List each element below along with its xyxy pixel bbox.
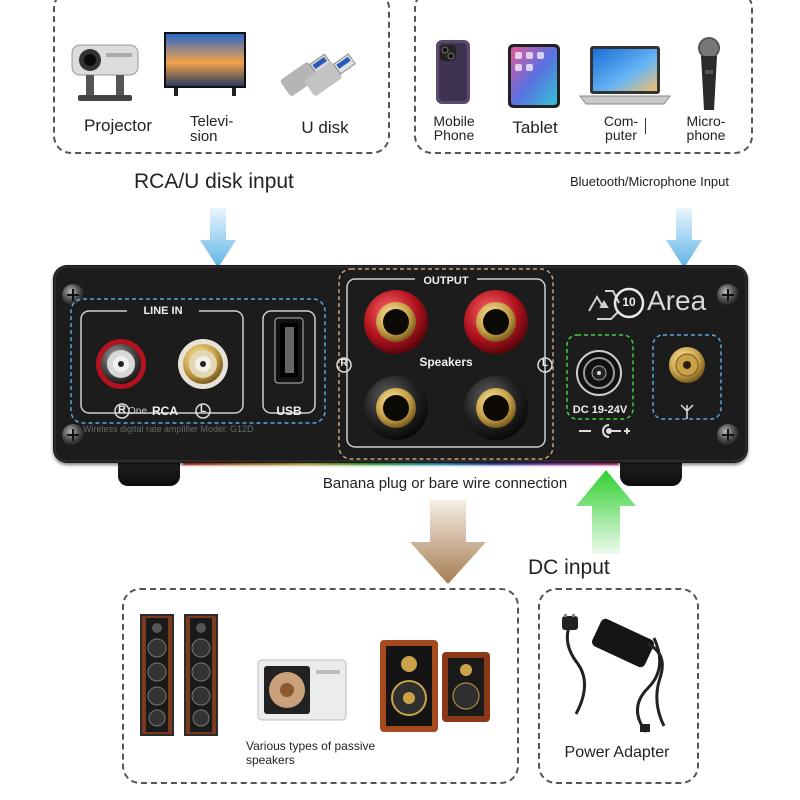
projector-label: Projector	[83, 116, 153, 135]
dc-input-caption: DC input	[528, 556, 610, 579]
source-devices-box-right	[414, 0, 753, 154]
amplifier-back-panel: LINE IN R One RCA L USB Wireless digital…	[53, 265, 748, 463]
speaker-post-left-negative[interactable]	[464, 376, 528, 440]
tablet-icon	[506, 42, 562, 110]
cursor-mark	[645, 118, 646, 134]
rca-input-arrow	[200, 208, 236, 270]
dc-up-arrow	[576, 470, 636, 554]
rca-jack-right[interactable]	[96, 339, 146, 389]
projector-icon	[68, 35, 143, 105]
rca-one-label: One	[128, 406, 147, 417]
power-adapter-caption: Power Adapter	[564, 744, 670, 761]
mobile-phone-label: Mobile Phone	[433, 113, 475, 143]
model-label: Wireless digital rate amplifier Model: G…	[83, 424, 254, 434]
panel-screw	[717, 284, 739, 306]
usb-port[interactable]	[274, 317, 304, 384]
speakers-label: Speakers	[419, 355, 473, 369]
speaker-l-label: L	[541, 358, 549, 369]
rca-jack-left[interactable]	[178, 339, 228, 389]
tablet-label: Tablet	[512, 118, 558, 137]
panel-screw	[62, 284, 84, 306]
brand-logo-icon	[613, 287, 645, 319]
panel-screw	[717, 424, 739, 446]
output-down-arrow	[410, 500, 486, 584]
panel-screw	[62, 424, 84, 446]
dc-voltage-label: DC 19-24V	[572, 404, 628, 416]
output-label: OUTPUT	[423, 275, 469, 287]
rca-label: RCA	[152, 404, 178, 418]
speaker-post-right-negative[interactable]	[364, 376, 428, 440]
brand-name: Area	[647, 285, 707, 316]
microphone-icon	[694, 36, 724, 114]
phone-icon	[434, 38, 472, 106]
passive-speakers-caption: Various types of passive speakers	[246, 739, 376, 767]
bluetooth-input-caption: Bluetooth/Microphone Input	[570, 174, 729, 189]
laptop-icon	[578, 42, 672, 108]
rca-l-label: L	[199, 404, 207, 415]
recycle-icon	[588, 290, 620, 320]
bookshelf-speaker-icon	[256, 658, 348, 722]
brand-number: 10	[622, 295, 636, 309]
computer-label: Com- puter	[603, 113, 639, 143]
microphone-label: Micro- phone	[686, 113, 726, 143]
speaker-r-label: R	[340, 358, 348, 369]
television-label: Televi- sion	[190, 113, 234, 145]
power-adapter-icon	[560, 614, 672, 734]
rca-r-label: R	[118, 404, 126, 416]
antenna-icon	[680, 404, 694, 419]
television-icon	[162, 30, 248, 98]
usb-drive-icon	[272, 38, 367, 100]
line-in-label: LINE IN	[143, 305, 183, 317]
bluetooth-input-arrow	[666, 208, 702, 270]
floor-speakers-icon	[138, 610, 220, 740]
rca-input-caption: RCA/U disk input	[134, 170, 294, 193]
wooden-speakers-icon	[380, 638, 496, 734]
banana-plug-caption: Banana plug or bare wire connection	[322, 475, 568, 492]
speaker-post-right-positive[interactable]	[364, 290, 428, 354]
antenna-connector[interactable]	[669, 347, 705, 383]
dc-polarity-icon	[579, 424, 630, 438]
usb-label: USB	[276, 404, 302, 418]
speaker-post-left-positive[interactable]	[464, 290, 528, 354]
dc-power-jack[interactable]	[576, 350, 622, 396]
u-disk-label: U disk	[301, 118, 349, 137]
